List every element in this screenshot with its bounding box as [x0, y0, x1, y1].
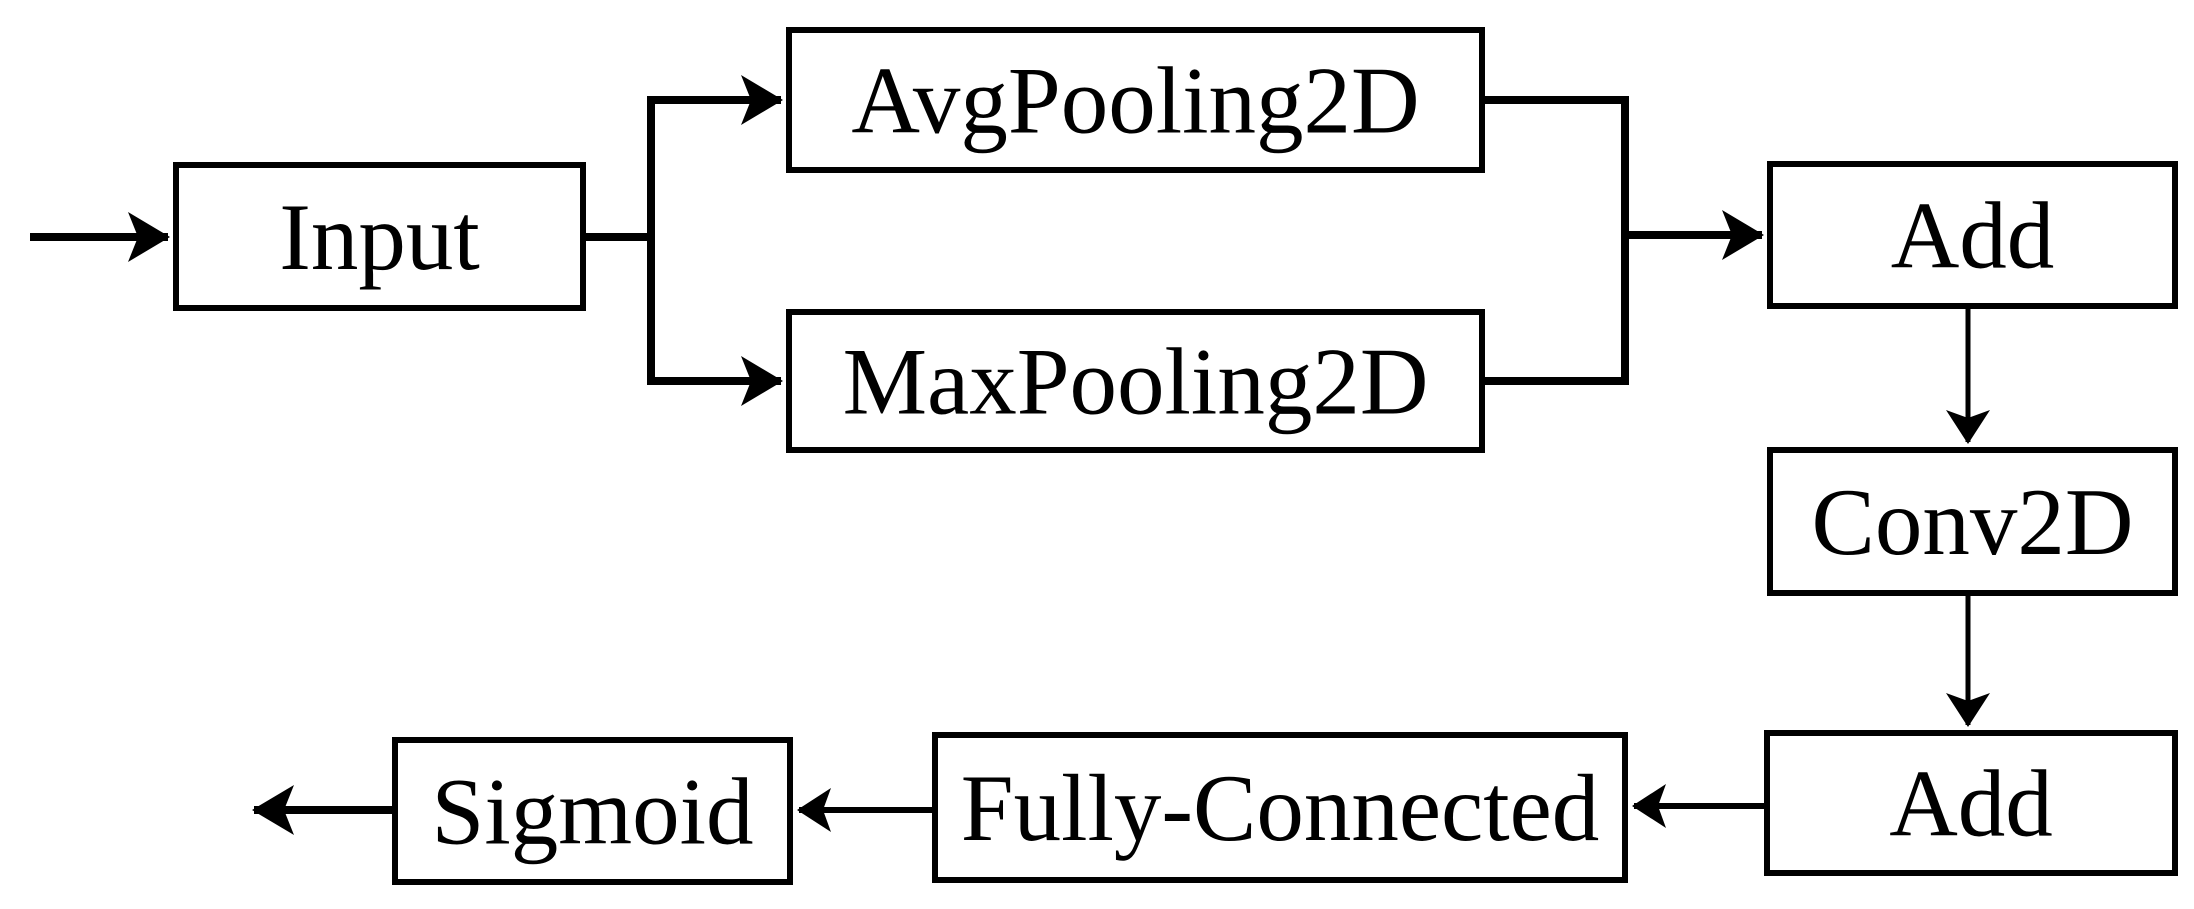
node-conv2d: Conv2D	[1767, 447, 2178, 596]
node-conv2d-box	[1767, 447, 2178, 596]
node-fully-connected-label: Fully-Connected	[961, 755, 1600, 861]
node-avgpooling2d-box	[786, 27, 1485, 173]
node-add-1-box	[1767, 161, 2178, 309]
node-input-box	[173, 162, 586, 311]
node-input-label: Input	[279, 184, 480, 290]
node-fully-connected-box	[932, 732, 1628, 883]
edge-input-to-avgpooling2d	[583, 75, 783, 241]
node-sigmoid: Sigmoid	[392, 737, 793, 885]
node-input: Input	[173, 162, 586, 311]
node-avgpooling2d: AvgPooling2D	[786, 27, 1485, 173]
node-sigmoid-label: Sigmoid	[431, 758, 753, 864]
node-maxpooling2d-label: MaxPooling2D	[843, 328, 1429, 434]
nodes-layer: InputAvgPooling2DMaxPooling2DAddConv2DAd…	[173, 27, 2178, 885]
edge-maxpooling2d-to-merge	[1482, 239, 1629, 385]
node-conv2d-label: Conv2D	[1812, 469, 2134, 575]
edge-input-to-maxpooling2d	[647, 237, 783, 406]
node-sigmoid-box	[392, 737, 793, 885]
node-add-1: Add	[1767, 161, 2178, 309]
node-add-2: Add	[1764, 730, 2178, 876]
node-fully-connected: Fully-Connected	[932, 732, 1628, 883]
node-add-1-label: Add	[1891, 182, 2055, 288]
node-avgpooling2d-label: AvgPooling2D	[851, 47, 1419, 153]
edges-layer	[30, 75, 1990, 835]
edge-avgpooling2d-to-add	[1482, 96, 1764, 260]
node-add-2-label: Add	[1889, 750, 2053, 856]
node-maxpooling2d-box	[786, 309, 1485, 453]
node-add-2-box	[1764, 730, 2178, 876]
node-maxpooling2d: MaxPooling2D	[786, 309, 1485, 453]
